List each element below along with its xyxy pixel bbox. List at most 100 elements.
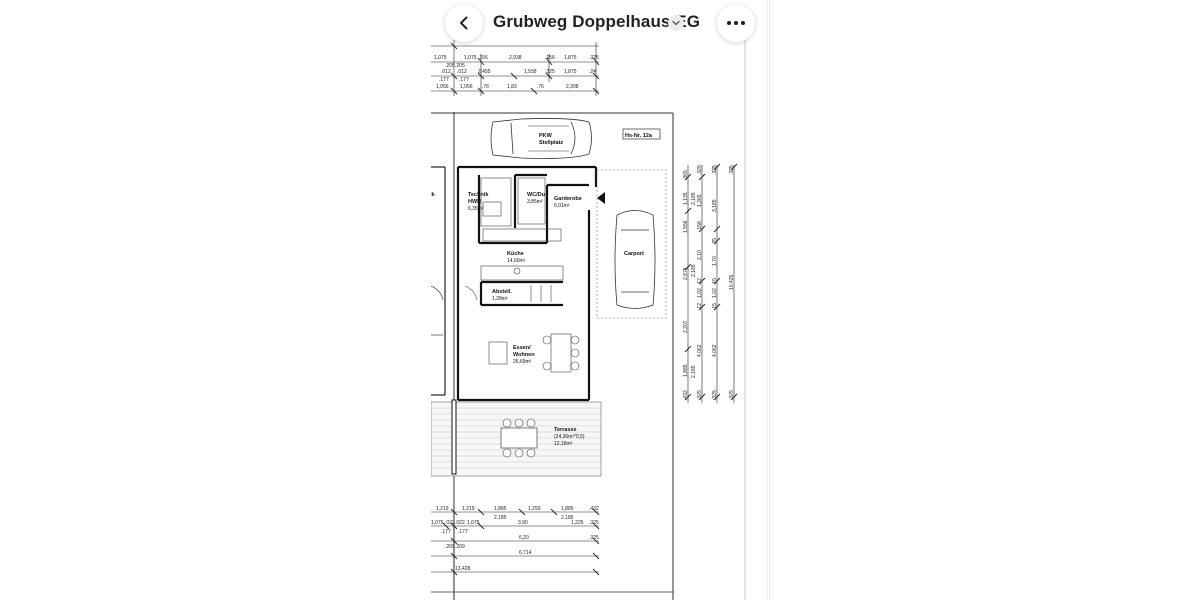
title-menu-button[interactable]	[668, 15, 684, 31]
more-horizontal-icon	[727, 21, 745, 25]
right-dimension-chains	[684, 163, 738, 403]
dim-label: 2,185	[691, 365, 697, 378]
dim-label: 2,875	[683, 267, 689, 280]
floor-plan-drawing: 1,075 1,075 2,938 1,875 .156 .156 .325 .…	[431, 0, 768, 600]
dim-label: .12	[697, 303, 703, 310]
dim-label: 1,83	[507, 84, 517, 90]
dim-label: 1,875	[564, 55, 577, 61]
house-number-tag	[622, 128, 661, 140]
dim-label: 2,185	[691, 192, 697, 205]
dim-label: .177	[459, 77, 469, 83]
room-wohnen-name: Essen/	[513, 345, 531, 351]
dim-label: .177	[441, 529, 451, 535]
dim-label: 1,293	[528, 506, 541, 512]
dim-label: 2,185	[691, 264, 697, 277]
back-button[interactable]	[445, 4, 483, 42]
dim-label: 1,075	[464, 55, 477, 61]
dim-label: .24	[589, 69, 596, 75]
document-title[interactable]: Grubweg Doppelhaus EG	[493, 12, 701, 31]
room-kueche-name: Küche	[507, 251, 524, 257]
room-technik-name: Technik	[468, 192, 489, 198]
room-garderobe-name: Garderobe	[554, 196, 582, 202]
dim-label: 1,219	[436, 506, 449, 512]
dim-label: .177	[458, 529, 468, 535]
dim-label: 1,075	[467, 520, 480, 526]
dim-label: 2,207	[683, 320, 689, 333]
dim-label: 1,225	[571, 520, 584, 526]
top-dimension-chains	[431, 40, 600, 96]
document-viewer-window: Grubweg Doppelhaus EG	[431, 0, 770, 600]
dim-label: 2,938	[509, 55, 522, 61]
room-terrasse-area: 12,18m²	[554, 441, 573, 447]
neighbour-house-walls	[431, 166, 446, 396]
dim-label: 1,056	[436, 84, 449, 90]
dim-label: 3,90	[518, 520, 528, 526]
dim-label: .012	[441, 69, 451, 75]
terrace-area	[431, 399, 602, 477]
top-dimension-labels: 1,075 1,075 2,938 1,875 .156 .156 .325 .…	[434, 55, 599, 90]
room-technik-name2: HWR	[468, 199, 481, 205]
dim-label: 1,885	[683, 364, 689, 377]
dim-label: .325	[545, 69, 555, 75]
dim-label: 1,02	[697, 288, 703, 298]
room-labels: Technik HWR 6,35m² WC/Du 3,85m² Garderob…	[468, 192, 585, 447]
dim-label: 2,185	[494, 515, 507, 521]
entrance-arrow	[597, 192, 605, 204]
interior-details	[464, 177, 580, 373]
dim-label: .325	[589, 55, 599, 61]
room-garderobe-area: 6,01m²	[554, 203, 570, 209]
dim-label: .76	[537, 84, 544, 90]
parking-label-2: Stellplatz	[539, 140, 563, 146]
dim-label: .25	[712, 238, 718, 245]
dim-label: .76	[482, 84, 489, 90]
dim-label: .177	[439, 77, 449, 83]
room-wc-area: 3,85m²	[527, 199, 543, 205]
room-wc-name: WC/Du	[527, 192, 545, 198]
room-wohnen-name2: Wohnen	[513, 352, 535, 358]
dim-label: 1,265	[697, 194, 703, 207]
bottom-dimension-chains	[431, 505, 600, 600]
dim-label: 13,428	[455, 566, 471, 572]
dim-label: 1,70	[712, 256, 718, 266]
dim-label: .325	[729, 390, 735, 400]
dim-label: .325	[729, 165, 735, 175]
room-terrasse-name2: (24,36m²*0,5)	[554, 434, 585, 440]
dim-label: 10,425	[729, 274, 735, 290]
bottom-dimension-labels: 1,219 1,219 1,885 1,293 1,885 .432 2,185…	[431, 506, 599, 572]
room-abstell-area: 1,28m²	[492, 296, 508, 302]
house-walls	[456, 165, 598, 402]
dim-label: 2,455	[478, 69, 491, 75]
dim-label: .325	[697, 390, 703, 400]
dim-label: .12	[697, 278, 703, 285]
dim-label: 2,185	[561, 515, 574, 521]
dim-label: 1,885	[561, 506, 574, 512]
dim-label: 6,714	[519, 550, 532, 556]
dim-label: .156	[478, 55, 488, 61]
dim-label: .325	[712, 165, 718, 175]
room-abstell-name: Abstell.	[492, 289, 512, 295]
dim-label: .156	[545, 55, 555, 61]
dim-label: 1,875	[564, 69, 577, 75]
carport-label: Carport	[624, 251, 644, 257]
parking-car-symbol	[490, 118, 592, 159]
dim-label: 6,20	[519, 535, 529, 541]
dim-label: .432	[589, 506, 599, 512]
dim-label: .022	[445, 520, 455, 526]
dim-label: 1,056	[460, 84, 473, 90]
dim-label: .15	[712, 278, 718, 285]
room-kueche-area: 14,60m²	[507, 258, 526, 264]
dim-label: 4,062	[712, 344, 718, 357]
more-options-button[interactable]	[717, 4, 755, 42]
dim-label: .012	[457, 69, 467, 75]
dim-label: .209	[455, 544, 465, 550]
floor-plan-canvas[interactable]: 1,075 1,075 2,938 1,875 .156 .156 .325 .…	[431, 0, 769, 600]
dim-label: .156	[697, 221, 703, 231]
dim-label: .325	[589, 520, 599, 526]
dim-label: 1,135	[683, 192, 689, 205]
dim-label: .209	[445, 544, 455, 550]
dim-label: .365	[683, 170, 689, 180]
dim-label: .325	[712, 390, 718, 400]
room-technik-area: 6,35m²	[468, 206, 484, 212]
house-number-label: Hs-Nr. 12a	[625, 133, 653, 139]
